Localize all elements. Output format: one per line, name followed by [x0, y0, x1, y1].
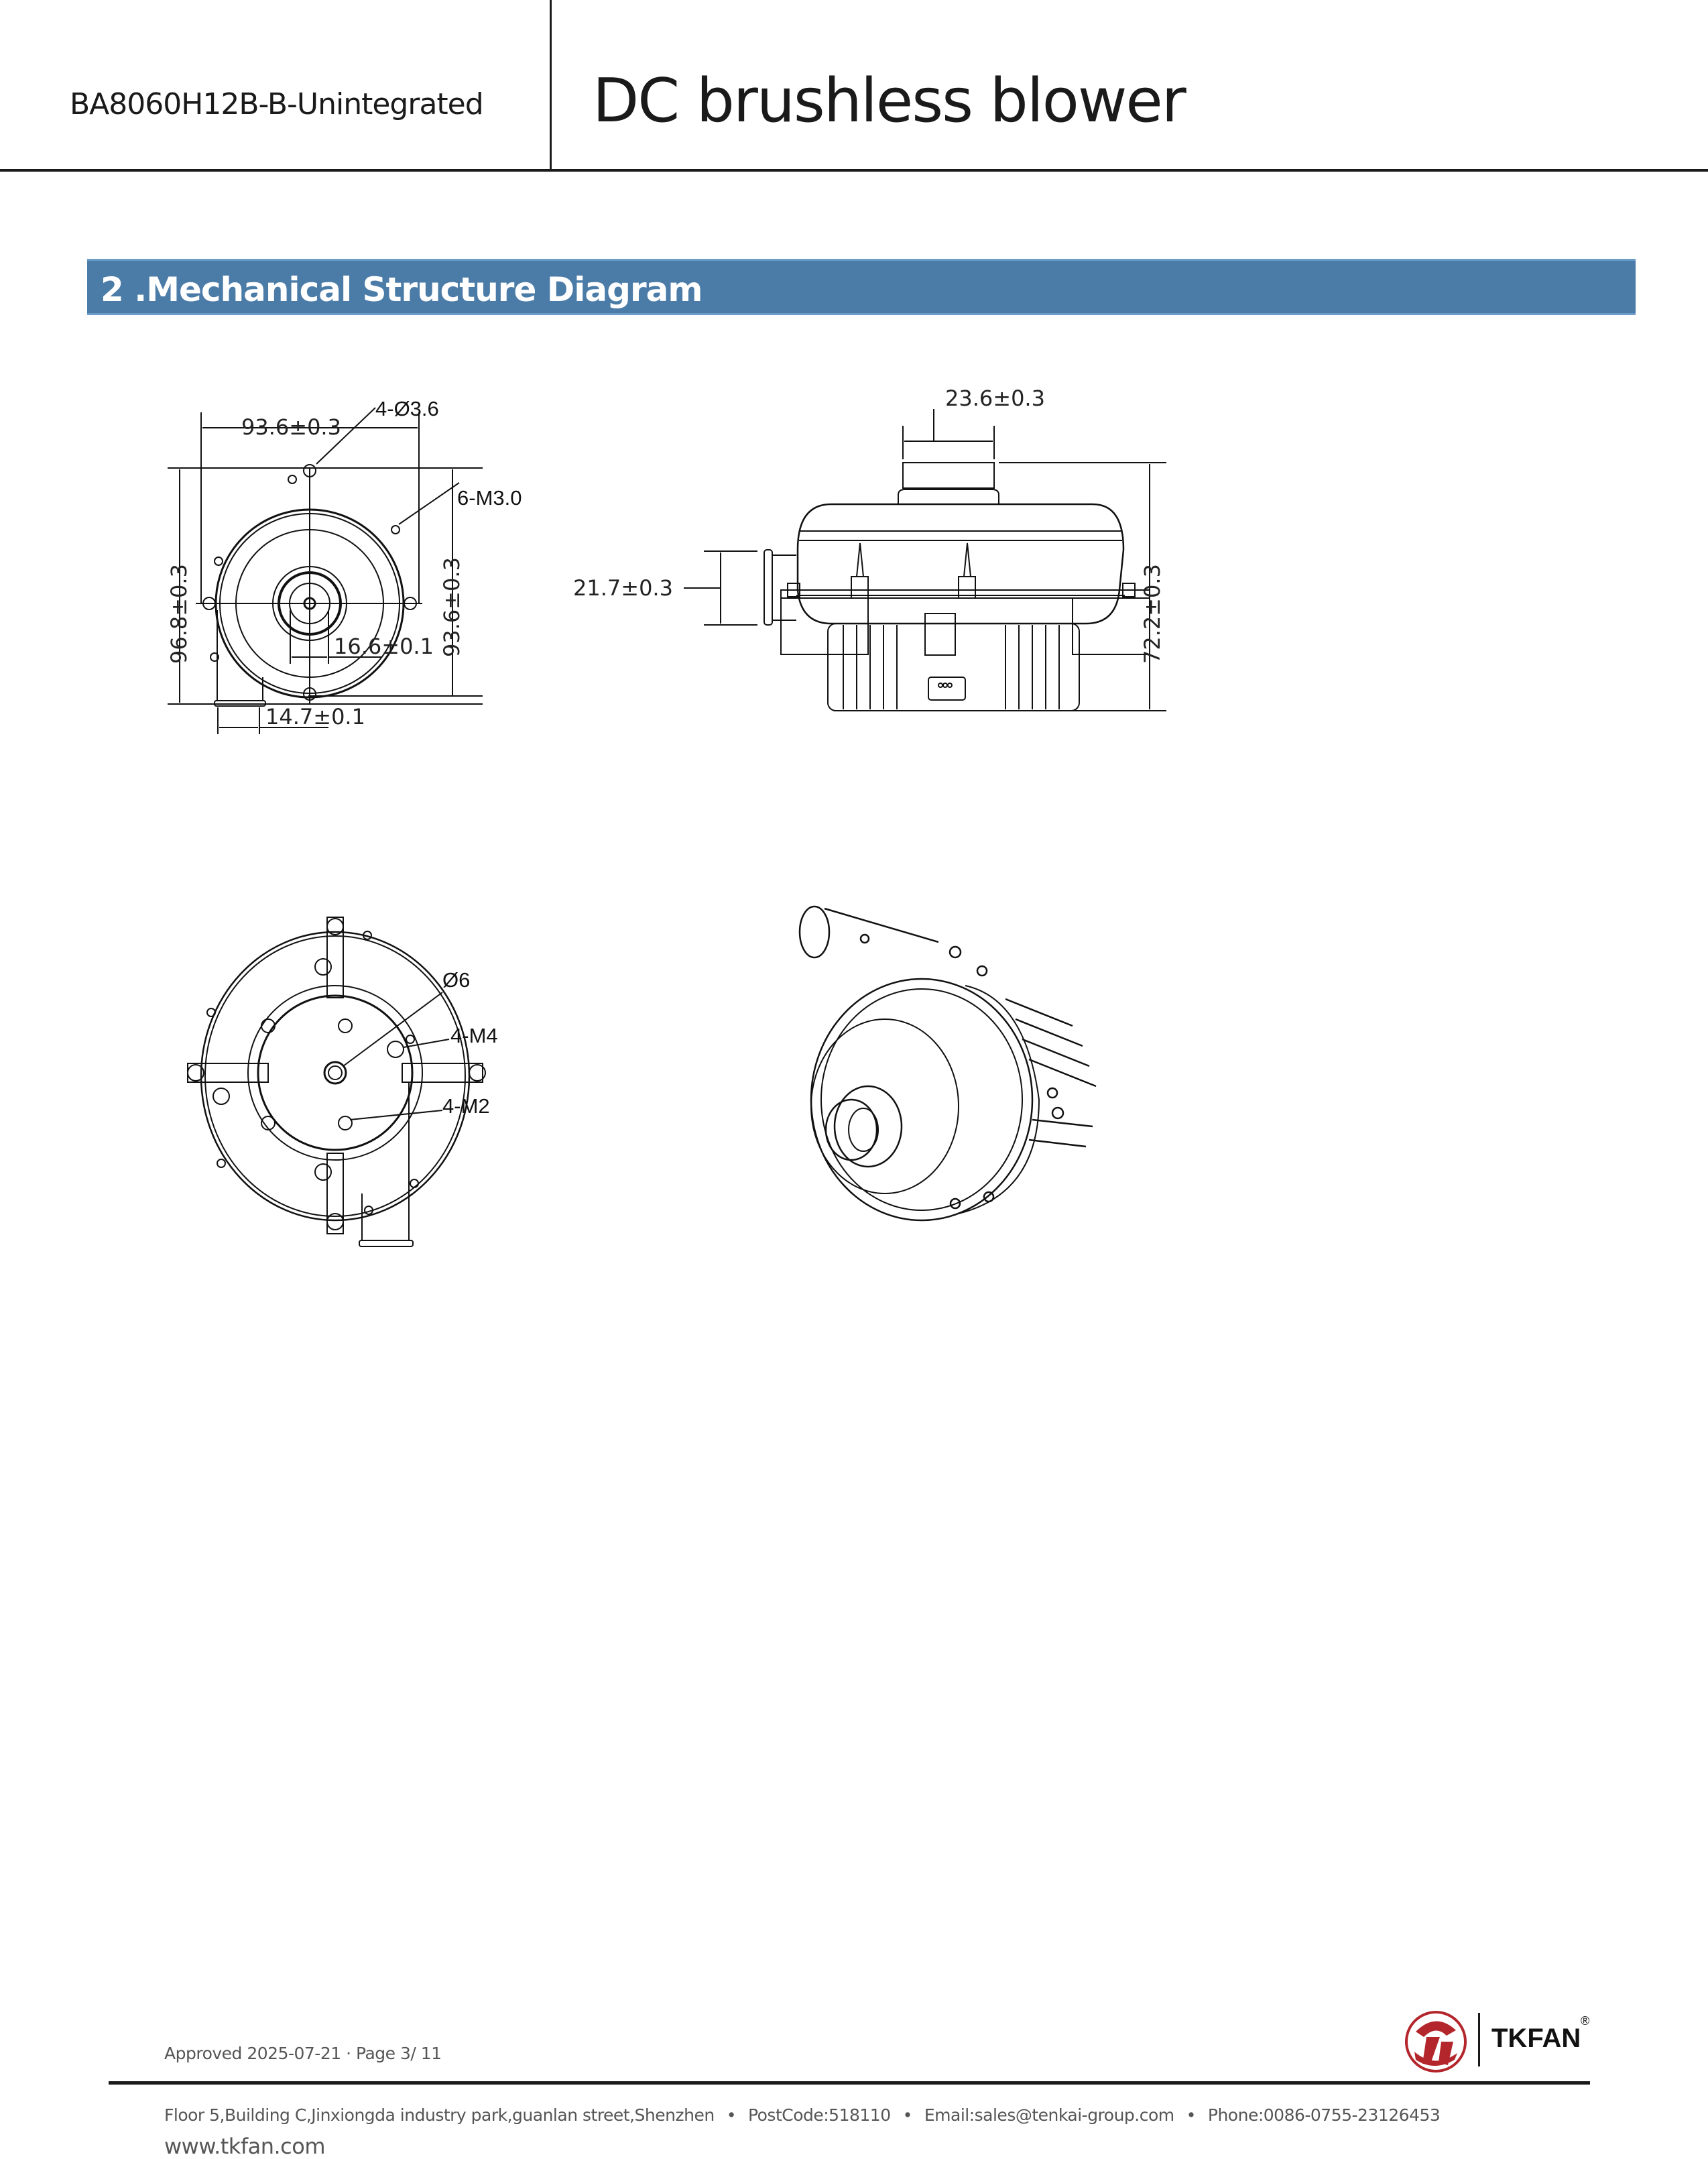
page-header: BA8060H12B-B-Unintegrated DC brushless b…	[0, 0, 1708, 172]
front-view-drawing: 93.6±0.3 96.8±0.3 93.6±0.3 16.6±0.1 14.7…	[147, 382, 617, 811]
registered-mark: ®	[1581, 2014, 1590, 2028]
model-number: BA8060H12B-B-Unintegrated	[70, 87, 484, 121]
section-banner: 2 .Mechanical Structure Diagram	[87, 259, 1636, 315]
header-rule	[0, 169, 1708, 172]
logo-text: TKFAN	[1491, 2024, 1581, 2053]
approval-page-info: Approved 2025-07-21 · Page 3/ 11	[164, 2044, 442, 2063]
dim-outlet: 14.7±0.1	[265, 704, 365, 730]
side-view-drawing: 23.6±0.3 21.7±0.3 72.2±0.3	[563, 382, 1180, 758]
contact-info: Floor 5,Building C,Jinxiongda industry p…	[164, 2105, 1452, 2125]
callout-threads: 6-M3.0	[457, 486, 522, 510]
document-title: DC brushless blower	[593, 66, 1186, 136]
company-logo: TKFAN ®	[1401, 2005, 1602, 2079]
address: Floor 5,Building C,Jinxiongda industry p…	[164, 2105, 715, 2125]
postcode: PostCode:518110	[747, 2105, 891, 2125]
dim-width-top: 93.6±0.3	[241, 414, 341, 440]
logo-divider	[1478, 2013, 1480, 2066]
footer-rule	[109, 2081, 1590, 2085]
isometric-view-drawing	[784, 905, 1133, 1240]
dim-height-left: 96.8±0.3	[166, 564, 192, 664]
email-link[interactable]: Email:sales@tenkai-group.com	[924, 2105, 1174, 2125]
header-divider	[550, 0, 552, 170]
dim-height-right: 93.6±0.3	[439, 557, 465, 657]
rear-view-drawing: Ø6 4-M4 4-M2	[174, 905, 644, 1254]
phone: Phone:0086-0755-23126453	[1207, 2105, 1441, 2125]
separator: •	[1186, 2105, 1197, 2125]
dim-inlet-width: 23.6±0.3	[945, 386, 1045, 411]
section-title: 2 .Mechanical Structure Diagram	[101, 270, 703, 309]
callout-center: Ø6	[442, 968, 470, 992]
callout-holes: 4-Ø3.6	[375, 397, 439, 420]
separator: •	[726, 2105, 737, 2125]
dim-outlet-height: 21.7±0.3	[573, 575, 673, 601]
dim-total-height: 72.2±0.3	[1140, 564, 1165, 664]
separator: •	[902, 2105, 913, 2125]
website-link[interactable]: www.tkfan.com	[164, 2134, 326, 2159]
tkfan-logo-icon	[1405, 2011, 1467, 2073]
dim-hub: 16.6±0.1	[334, 634, 434, 659]
callout-m2: 4-M2	[442, 1094, 490, 1118]
callout-m4: 4-M4	[450, 1024, 498, 1047]
